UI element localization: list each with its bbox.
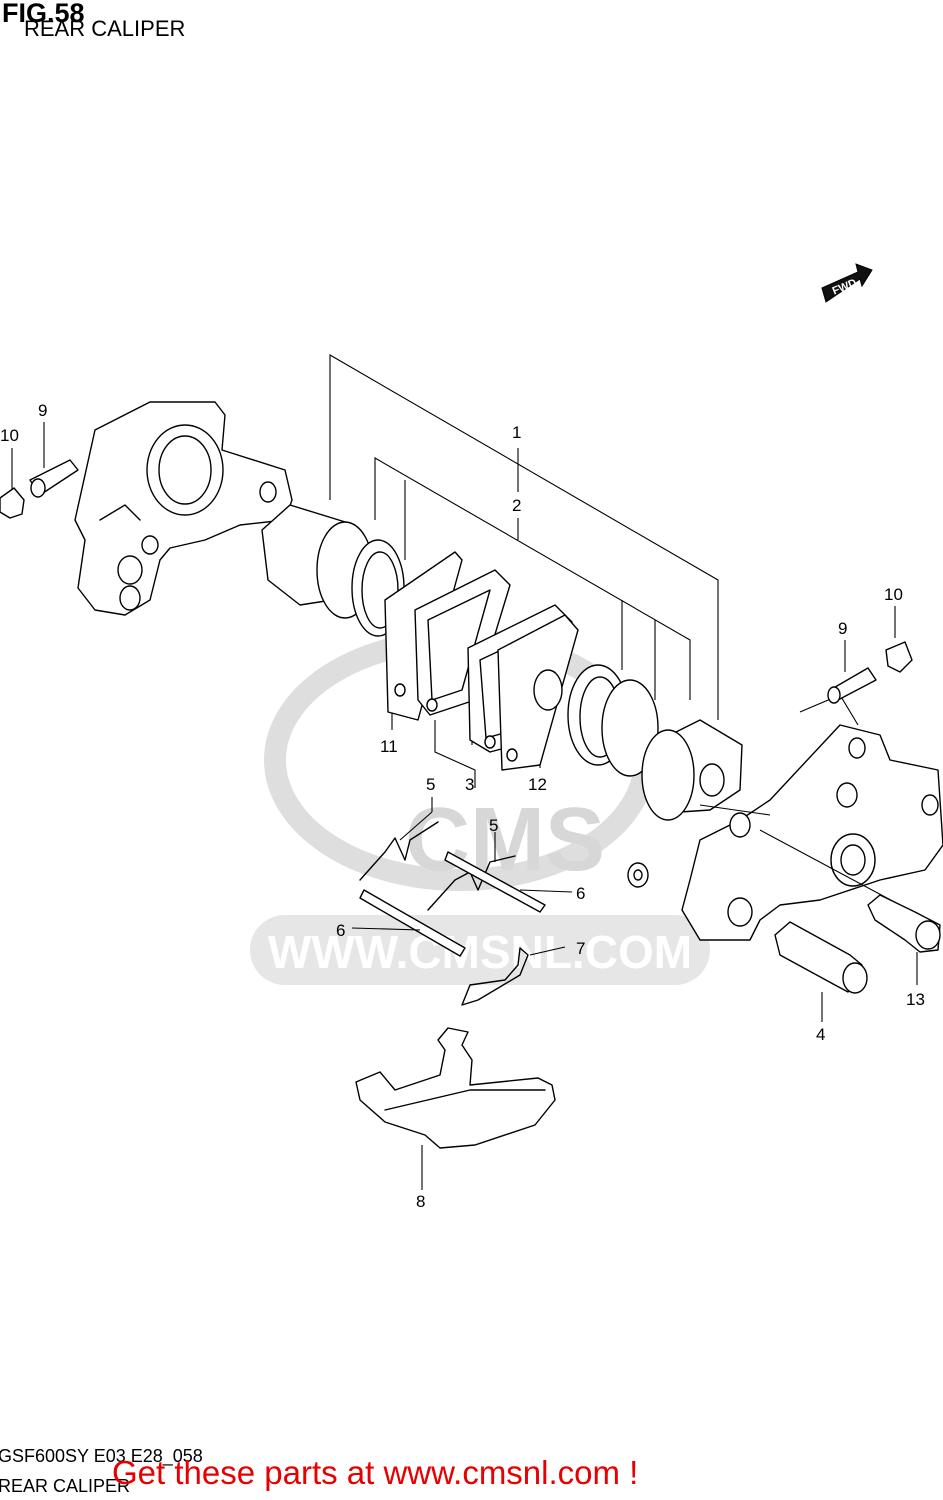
part-label: 9 bbox=[38, 401, 47, 420]
part-label: 4 bbox=[816, 1025, 825, 1044]
part-label: 5 bbox=[426, 775, 435, 794]
watermark: CMS WWW.CMSNL.COM bbox=[250, 629, 710, 985]
piston-right-icon bbox=[641, 719, 743, 821]
part-label: 8 bbox=[416, 1192, 425, 1211]
caliper-bolt-4-icon bbox=[774, 921, 868, 994]
part-label: 12 bbox=[528, 775, 547, 794]
figure-title: FIG.58 bbox=[2, 0, 85, 28]
part-label: 10 bbox=[884, 585, 903, 604]
mounting-bolt-13-icon bbox=[867, 894, 941, 953]
pin-clip-icon bbox=[461, 947, 529, 1006]
pad-shim-right-icon bbox=[497, 614, 579, 771]
watermark-logo-text: CMS bbox=[405, 790, 605, 890]
footer-diagram-code: GSF600SY E03 E28_058 bbox=[0, 1446, 203, 1466]
part-label: 2 bbox=[512, 496, 521, 515]
footer-subtitle: REAR CALIPER bbox=[0, 1476, 131, 1496]
part-label: 6 bbox=[576, 884, 585, 903]
part-labels: 10 9 1 2 10 9 11 3 12 5 5 6 6 7 13 4 8 bbox=[0, 401, 925, 1211]
bleeder-valve-left-icon bbox=[29, 459, 79, 498]
pad-cover-icon bbox=[355, 1027, 556, 1149]
parts-link[interactable]: Get these parts at www.cmsnl.com ! bbox=[112, 1454, 639, 1491]
pad-spring-upper-icon bbox=[359, 821, 439, 881]
figure-subtitle: REAR CALIPER bbox=[24, 16, 186, 41]
part-label: 7 bbox=[576, 939, 585, 958]
part-label: 1 bbox=[512, 423, 521, 442]
part-label: 5 bbox=[489, 816, 498, 835]
part-label: 6 bbox=[336, 921, 345, 940]
watermark-url-text: WWW.CMSNL.COM bbox=[268, 926, 692, 978]
part-label: 9 bbox=[838, 619, 847, 638]
part-label: 10 bbox=[0, 426, 19, 445]
fwd-badge-text: FWD bbox=[831, 277, 859, 298]
bleeder-cap-left-icon bbox=[0, 487, 25, 519]
part-label: 3 bbox=[465, 775, 474, 794]
leader-lines bbox=[11, 422, 918, 1190]
piston-seal-right-icon bbox=[567, 664, 659, 777]
right-caliper-body bbox=[681, 694, 943, 941]
bleeder-cap-right-icon bbox=[885, 641, 913, 673]
washer-icon bbox=[627, 862, 649, 888]
part-label: 13 bbox=[906, 990, 925, 1009]
left-caliper-body bbox=[74, 401, 293, 616]
part-label: 11 bbox=[380, 737, 398, 756]
fwd-arrow-icon: FWD bbox=[821, 263, 873, 303]
bleeder-valve-right-icon bbox=[827, 667, 877, 704]
pad-pin-upper-icon bbox=[444, 851, 546, 913]
pad-spring-lower-icon bbox=[427, 855, 516, 911]
pad-pin-lower-icon bbox=[359, 889, 466, 957]
